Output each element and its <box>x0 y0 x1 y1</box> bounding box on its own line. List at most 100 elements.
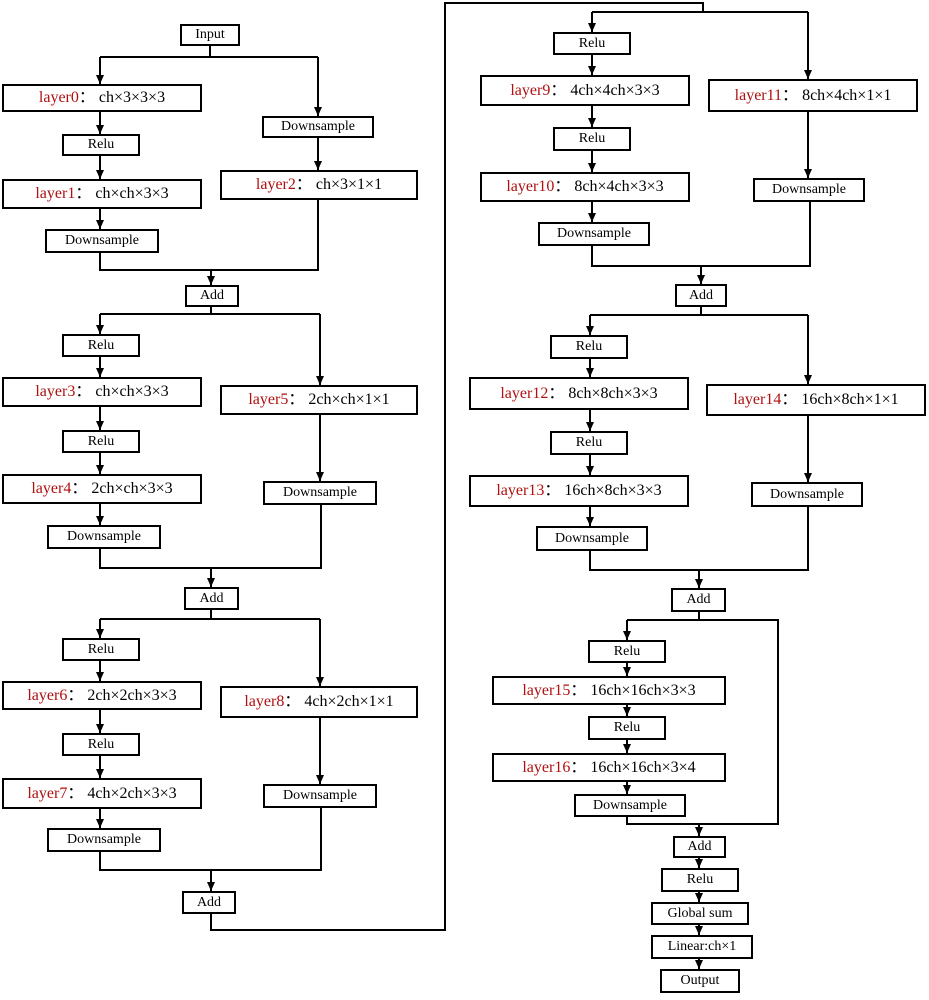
downsample-node: Downsample <box>47 525 161 549</box>
add-node: Add <box>185 285 239 307</box>
layer-separator: ： <box>781 391 798 408</box>
layer-name: layer2 <box>255 176 296 193</box>
edge <box>627 619 779 825</box>
layer-shape: 2ch×ch×1×1 <box>308 391 390 408</box>
layer-separator: ： <box>554 178 571 195</box>
layer-name: layer0 <box>38 89 79 106</box>
layer14-node: layer14：16ch×8ch×1×1 <box>706 384 926 416</box>
global-sum-node: Global sum <box>651 902 749 925</box>
layer-name: layer15 <box>522 681 571 699</box>
downsample-node: Downsample <box>263 784 377 808</box>
downsample-node: Downsample <box>262 116 374 138</box>
layer-name: layer16 <box>522 758 571 776</box>
relu-node: Relu <box>588 716 666 740</box>
layer-shape: 4ch×2ch×1×1 <box>304 693 394 710</box>
layer-name: layer1 <box>35 185 76 202</box>
layer9-node: layer9：4ch×4ch×3×3 <box>480 75 690 106</box>
downsample-node: Downsample <box>263 481 377 505</box>
layer-shape: 16ch×8ch×1×1 <box>801 391 899 408</box>
layer-separator: ： <box>570 758 587 776</box>
layer7-node: layer7：4ch×2ch×3×3 <box>2 778 202 809</box>
layer-separator: ： <box>67 784 84 802</box>
layer-shape: ch×3×3×3 <box>98 89 166 106</box>
relu-node: Relu <box>62 334 140 357</box>
add-node: Add <box>184 587 239 610</box>
layer-shape: 2ch×ch×3×3 <box>91 480 173 497</box>
layer-name: layer11 <box>734 86 783 104</box>
layer-separator: ： <box>550 81 567 99</box>
edge <box>210 2 704 931</box>
add-node: Add <box>671 588 726 612</box>
layer-name: layer8 <box>244 693 285 710</box>
layer-name: layer12 <box>500 384 549 402</box>
layer3-node: layer3：ch×ch×3×3 <box>2 377 202 407</box>
layer-separator: ： <box>288 391 305 408</box>
layer-shape: 8ch×4ch×1×1 <box>802 86 892 104</box>
layer-name: layer14 <box>733 391 782 408</box>
layer1-node: layer1：ch×ch×3×3 <box>2 179 202 209</box>
layer10-node: layer10：8ch×4ch×3×3 <box>480 172 690 202</box>
layer-separator: ： <box>782 86 799 104</box>
layer-separator: ： <box>570 681 587 699</box>
layer-separator: ： <box>284 693 301 710</box>
edge <box>626 816 699 825</box>
layer-name: layer10 <box>506 178 555 195</box>
layer0-node: layer0：ch×3×3×3 <box>2 84 202 112</box>
layer-shape: ch×ch×3×3 <box>95 185 169 202</box>
relu-node: Relu <box>62 638 140 661</box>
relu-node: Relu <box>62 134 140 156</box>
downsample-node: Downsample <box>574 794 686 817</box>
layer-separator: ： <box>548 384 565 402</box>
downsample-node: Downsample <box>45 229 159 253</box>
layer-name: layer3 <box>35 383 76 400</box>
layer-separator: ： <box>71 480 88 497</box>
relu-node: Relu <box>550 335 628 359</box>
downsample-node: Downsample <box>538 222 650 246</box>
layer-separator: ： <box>75 383 92 400</box>
layer-shape: 16ch×16ch×3×3 <box>590 681 696 699</box>
linear-node: Linear:ch×1 <box>651 935 753 959</box>
relu-node: Relu <box>62 733 140 756</box>
downsample-node: Downsample <box>47 828 161 852</box>
layer4-node: layer4：2ch×ch×3×3 <box>2 474 202 504</box>
layer-name: layer6 <box>27 686 68 704</box>
add-node: Add <box>182 891 236 914</box>
layer-separator: ： <box>67 686 84 704</box>
layer5-node: layer5：2ch×ch×1×1 <box>220 385 418 415</box>
layer15-node: layer15：16ch×16ch×3×3 <box>492 676 726 705</box>
layer13-node: layer13：16ch×8ch×3×3 <box>469 475 689 507</box>
layer-separator: ： <box>78 89 95 106</box>
layer-shape: 4ch×2ch×3×3 <box>87 784 177 802</box>
layer-name: layer9 <box>510 81 551 99</box>
layer-name: layer7 <box>27 784 68 802</box>
relu-node: Relu <box>62 430 140 453</box>
relu-node: Relu <box>550 431 628 455</box>
add-node: Add <box>675 284 727 307</box>
layer8-node: layer8：4ch×2ch×1×1 <box>220 686 418 718</box>
layer11-node: layer11：8ch×4ch×1×1 <box>708 79 918 112</box>
downsample-node: Downsample <box>751 482 863 507</box>
layer-name: layer5 <box>248 391 289 408</box>
layer-shape: 8ch×8ch×3×3 <box>568 384 658 402</box>
final-relu-node: Relu <box>661 868 739 892</box>
layer-shape: 2ch×2ch×3×3 <box>87 686 177 704</box>
layer12-node: layer12：8ch×8ch×3×3 <box>469 377 689 410</box>
layer6-node: layer6：2ch×2ch×3×3 <box>2 681 202 710</box>
edge <box>99 199 319 271</box>
add-node: Add <box>673 836 726 858</box>
input-node: Input <box>180 24 240 46</box>
layer2-node: layer2：ch×3×1×1 <box>220 170 418 200</box>
layer-name: layer13 <box>496 482 545 499</box>
layer16-node: layer16：16ch×16ch×3×4 <box>492 753 726 782</box>
relu-node: Relu <box>588 640 666 663</box>
layer-shape: 16ch×8ch×3×3 <box>564 482 662 499</box>
output-node: Output <box>660 969 740 993</box>
layer-shape: 4ch×4ch×3×3 <box>570 81 660 99</box>
layer-shape: ch×3×1×1 <box>315 176 383 193</box>
layer-shape: 16ch×16ch×3×4 <box>590 758 696 776</box>
layer-shape: 8ch×4ch×3×3 <box>574 178 664 195</box>
layer-separator: ： <box>75 185 92 202</box>
downsample-node: Downsample <box>536 526 648 551</box>
